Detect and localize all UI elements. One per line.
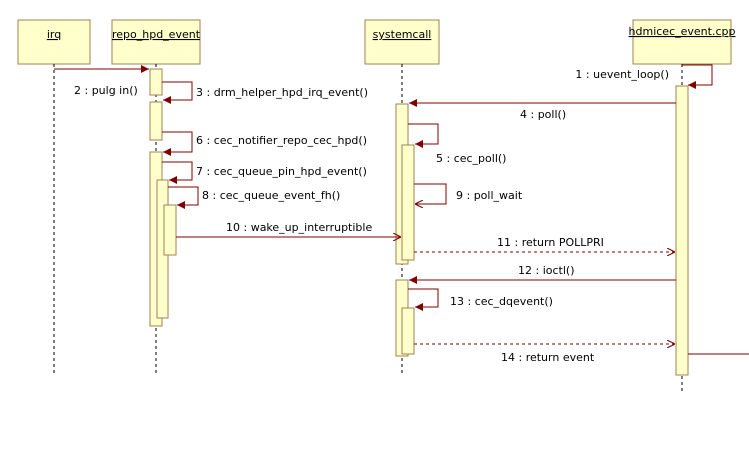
participant-irq: irq (17, 19, 91, 65)
message-10: 10 : wake_up_interruptible (176, 221, 401, 237)
activation-systemcall-2 (401, 144, 415, 261)
participant-repo-label: repo_hpd_event (112, 28, 201, 41)
message-7: 7 : cec_queue_pin_hpd_event() (162, 161, 367, 184)
participant-systemcall: systemcall (364, 19, 440, 65)
message-9-label: 9 : poll_wait (456, 189, 523, 202)
message-7-label: 7 : cec_queue_pin_hpd_event() (196, 165, 367, 178)
message-4: 4 : poll() (409, 99, 676, 121)
message-8: 8 : cec_queue_event_fh() (168, 186, 340, 209)
message-4-label: 4 : poll() (520, 108, 566, 121)
message-5: 5 : cec_poll() (408, 123, 506, 165)
message-13: 13 : cec_dqevent() (408, 288, 553, 311)
activation-systemcall-4 (401, 307, 415, 355)
participant-hdmicec-label: hdmicec_event.cpp (629, 25, 736, 38)
participant-irq-label: irq (47, 28, 61, 41)
message-8-label: 8 : cec_queue_event_fh() (202, 189, 340, 202)
activation-hdmicec-1 (675, 85, 689, 376)
message-2-label: 2 : pulg in() (74, 84, 138, 97)
message-6-label: 6 : cec_notifier_repo_cec_hpd() (196, 134, 367, 147)
message-10-label: 10 : wake_up_interruptible (226, 221, 372, 234)
participant-hdmicec-event: hdmicec_event.cpp (629, 19, 736, 65)
message-13-label: 13 : cec_dqevent() (450, 295, 553, 308)
message-11-label: 11 : return POLLPRI (497, 236, 604, 249)
message-11: 11 : return POLLPRI (414, 236, 675, 252)
message-14-label: 14 : return event (501, 351, 595, 364)
message-2: 2 : pulg in() (54, 65, 149, 97)
message-3-label: 3 : drm_helper_hpd_irq_event() (196, 86, 368, 99)
message-12: 12 : ioctl() (409, 264, 676, 284)
message-5-label: 5 : cec_poll() (436, 152, 506, 165)
message-6: 6 : cec_notifier_repo_cec_hpd() (162, 131, 367, 156)
message-1: 1 : uevent_loop() (575, 64, 713, 89)
message-14: 14 : return event (414, 344, 675, 364)
activation-repo-1 (149, 68, 163, 96)
participant-repo-hpd-event: repo_hpd_event (111, 19, 201, 65)
activation-repo-2 (149, 101, 163, 141)
message-9: 9 : poll_wait (414, 183, 523, 204)
message-12-label: 12 : ioctl() (518, 264, 574, 277)
activation-repo-5 (163, 204, 177, 256)
message-3: 3 : drm_helper_hpd_irq_event() (162, 81, 368, 104)
message-1-label: 1 : uevent_loop() (575, 68, 669, 81)
participant-systemcall-label: systemcall (373, 28, 432, 41)
